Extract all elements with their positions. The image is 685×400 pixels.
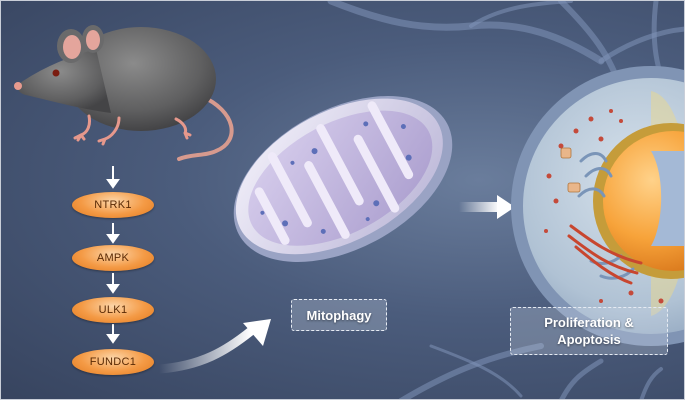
pathway-step-ntrk1: NTRK1 xyxy=(72,192,154,218)
mitophagy-text: Mitophagy xyxy=(306,307,372,323)
step-label: AMPK xyxy=(96,252,130,264)
outcome-line-2: Apoptosis xyxy=(557,332,621,347)
step-label: FUNDC1 xyxy=(89,356,137,368)
step-label: ULK1 xyxy=(98,304,128,316)
outcome-label: Proliferation & Apoptosis xyxy=(510,307,668,355)
pathway-step-ulk1: ULK1 xyxy=(72,297,154,323)
outcome-line-1: Proliferation & xyxy=(544,315,634,330)
mitophagy-label: Mitophagy xyxy=(291,299,387,331)
pathway-step-fundc1: FUNDC1 xyxy=(72,349,154,375)
pathway-step-ampk: AMPK xyxy=(72,245,154,271)
step-label: NTRK1 xyxy=(94,199,132,211)
